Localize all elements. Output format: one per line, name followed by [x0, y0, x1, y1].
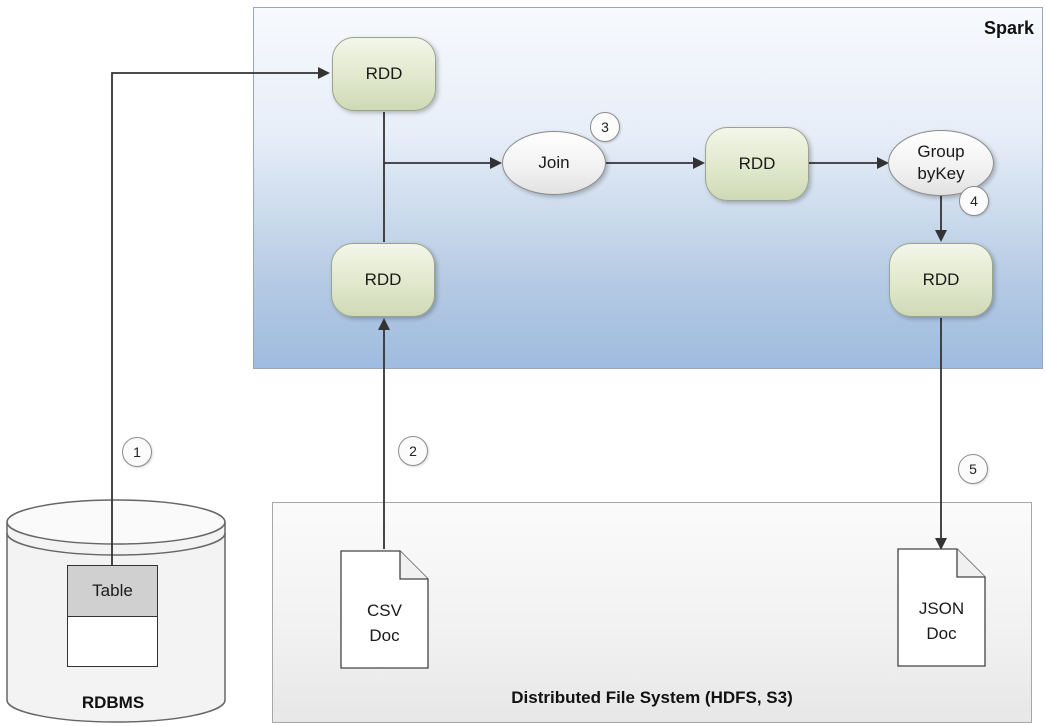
csv-doc-line2: Doc — [369, 626, 400, 645]
groupbykey-line2: byKey — [917, 164, 965, 183]
json-doc-icon — [897, 548, 986, 667]
arrow-table-to-rdd — [111, 67, 330, 567]
step-badge-2: 2 — [398, 436, 428, 466]
dfs-title: Distributed File System (HDFS, S3) — [511, 688, 793, 707]
rdd-node-top: RDD — [332, 37, 436, 111]
table-label: Table — [68, 566, 157, 617]
rdbms-label: RDBMS — [81, 693, 145, 712]
csv-doc-icon — [340, 550, 429, 669]
rdd-node-result: RDD — [889, 243, 993, 317]
rdbms-table: Table — [67, 565, 158, 667]
groupbykey-operation: Group byKey — [888, 130, 994, 196]
join-operation: Join — [502, 131, 606, 195]
rdd-node-middle: RDD — [705, 127, 809, 201]
json-doc-line2: Doc — [926, 624, 957, 643]
json-doc-label: JSON Doc — [898, 596, 985, 646]
groupbykey-line1: Group — [917, 142, 965, 161]
csv-doc-line1: CSV — [367, 601, 402, 620]
step-badge-5: 5 — [958, 454, 988, 484]
step-badge-3: 3 — [590, 112, 620, 142]
step-badge-4: 4 — [959, 186, 989, 216]
rdd-node-bottom: RDD — [331, 243, 435, 317]
spark-title: Spark — [983, 18, 1034, 38]
step-badge-1: 1 — [122, 437, 152, 467]
csv-doc-label: CSV Doc — [341, 598, 428, 648]
json-doc-line1: JSON — [918, 599, 965, 618]
